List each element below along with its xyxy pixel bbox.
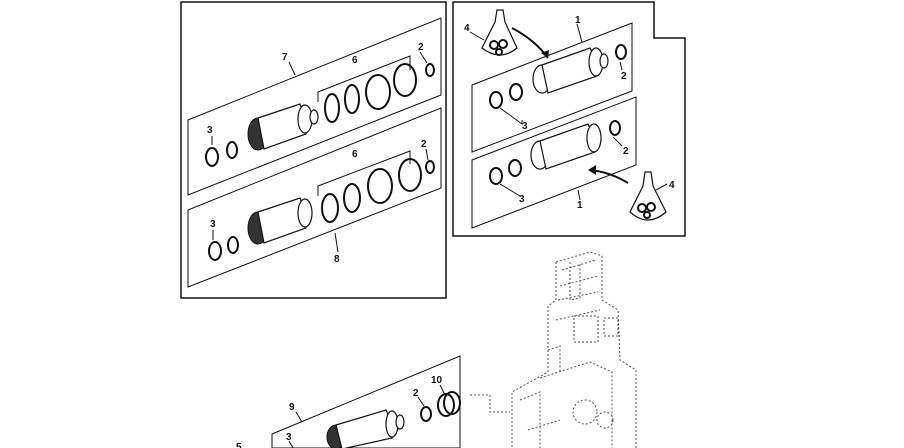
left-leaders xyxy=(211,51,429,253)
callout-left-bottom-ring: 2 xyxy=(421,139,427,150)
callout-lower-edge-label: 5 xyxy=(236,442,242,448)
callout-left-bottom-seals: 6 xyxy=(352,149,358,160)
callout-left-top-washers: 3 xyxy=(207,125,213,136)
callout-left-top-seals: 6 xyxy=(352,55,358,66)
callout-right-bottom-washers: 3 xyxy=(519,194,525,205)
right-bottom-coupler xyxy=(489,120,621,185)
right-bottom-tray xyxy=(471,96,637,229)
right-top-coupler xyxy=(489,44,627,109)
callout-right-bottom-assembly: 1 xyxy=(577,200,583,211)
callout-right-bottom-bag: 4 xyxy=(669,180,675,191)
lower-tray xyxy=(271,355,461,448)
callout-lower-assembly: 9 xyxy=(289,402,295,413)
callout-right-top-assembly: 1 xyxy=(575,15,581,26)
left-panel: 7 6 2 3 6 2 3 8 xyxy=(180,1,447,299)
left-bottom-coupler xyxy=(208,158,435,261)
lower-coupler xyxy=(326,391,461,448)
right-panel: 1 4 2 3 2 4 3 1 xyxy=(452,1,686,237)
callout-left-bottom-washers: 3 xyxy=(210,219,216,230)
callout-right-bottom-ring: 2 xyxy=(623,146,629,157)
callout-right-top-bag: 4 xyxy=(464,23,470,34)
callout-left-bottom-assembly: 8 xyxy=(334,254,340,265)
callout-right-top-washers: 3 xyxy=(522,121,528,132)
left-top-tray xyxy=(187,17,442,196)
right-top-tray xyxy=(471,22,633,153)
parts-bag-icon-top xyxy=(481,9,518,56)
callout-left-top-assembly: 7 xyxy=(282,52,288,63)
callout-lower-ring: 2 xyxy=(413,388,419,399)
callout-lower-washers: 3 xyxy=(286,432,292,443)
valve-body-outline xyxy=(470,251,637,448)
parts-bag-icon-bottom xyxy=(629,171,667,221)
right-panel-frame xyxy=(452,1,686,237)
lower-section: 9 2 10 3 5 xyxy=(236,355,461,448)
left-bottom-tray xyxy=(187,107,442,288)
left-top-coupler xyxy=(205,63,435,167)
right-leaders xyxy=(469,23,668,201)
left-panel-frame xyxy=(180,1,447,299)
callout-right-top-ring: 2 xyxy=(621,71,627,82)
callout-lower-connector-ring: 10 xyxy=(431,375,443,386)
callout-left-top-ring: 2 xyxy=(418,42,424,53)
